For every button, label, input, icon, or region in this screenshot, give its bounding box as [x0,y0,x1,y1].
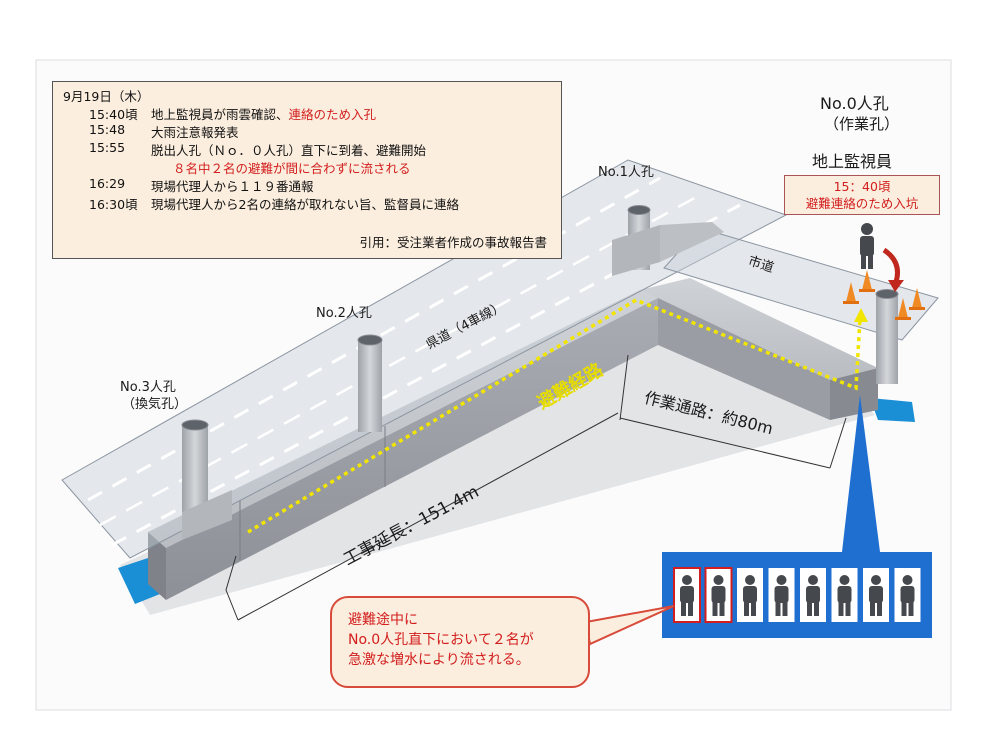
timeline-row: ８名中２名の避難が間に合わずに流される [173,161,411,176]
workers-panel [662,552,932,638]
dimension-line [829,417,847,469]
timeline-box: 9月19日（木） 15:40頃 地上監視員が雨雲確認、連絡のため入孔 15:48… [52,81,562,259]
evacuation-route-line [247,298,862,534]
accident-callout: 避難途中に No.0人孔直下において２名が 急激な増水により流される。 [330,596,590,688]
timeline-row: 16:29 現場代理人から１１９番通報 [89,176,314,194]
worker-icon [800,568,826,622]
worker-icon [737,568,763,622]
red-arrow-head [888,280,904,292]
shaft-no0 [875,289,899,384]
main-tunnel-front [166,298,658,600]
timeline-row: 15:48 大雨注意報発表 [89,122,239,140]
branch-tunnel-side [658,298,830,420]
worker-icon [768,568,795,622]
lane-marking [99,193,701,527]
timeline-row: 15:55 脱出人孔（Ｎｏ．０人孔）直下に到着、避難開始 [89,140,427,158]
callout-wedge [842,395,880,552]
monitor-callout: 15：40頃 避難連絡のため入坑 [784,175,940,215]
timeline-row: 15:40頃 地上監視員が雨雲確認、連絡のため入孔 [89,107,377,122]
water-east [870,398,915,422]
main-tunnel-top [148,290,658,548]
label-monitor: 地上監視員 [812,152,893,171]
ground-shadow [120,300,875,615]
shaft-no2 [357,334,383,432]
worker-swept-icon [673,567,701,623]
lane-marking [87,176,661,502]
red-arrow-icon [882,247,900,283]
traffic-cone [909,288,925,310]
worker-swept-icon [704,567,733,623]
person-icon [860,223,874,269]
worker-icon [863,568,889,622]
worker-icon [831,568,858,622]
label-no0-sub: （作業孔） [824,115,900,133]
workers-group [673,567,921,623]
dimension-line [619,417,831,469]
timeline-date: 9月19日（木） [63,89,150,104]
label-no0: No.0人孔 [820,94,889,113]
shaft-no1 [612,205,724,276]
branch-tunnel-top [640,278,878,380]
timeline-row: 16:30頃 現場代理人から2名の連絡が取れない旨、監督員に連絡 [89,197,459,212]
main-tunnel-end [148,532,166,600]
label-no2: No.2人孔 [316,306,372,321]
label-no3: No.3人孔 [120,380,176,395]
traffic-cone [859,270,875,292]
traffic-cone [843,282,859,304]
city-road [663,227,939,341]
label-no3-sub: （換気孔） [122,397,188,412]
prefectural-road [61,159,788,559]
label-no1: No.1人孔 [598,165,654,180]
traffic-cone [895,298,911,320]
timeline-source: 引用：受注業者作成の事故報告書 [359,235,547,250]
dimension-line [237,412,619,621]
evacuation-arrow [854,308,868,322]
dimension-line [619,354,629,421]
shaft-no3 [181,419,232,540]
dimension-line [225,555,239,621]
worker-icon [894,568,921,622]
